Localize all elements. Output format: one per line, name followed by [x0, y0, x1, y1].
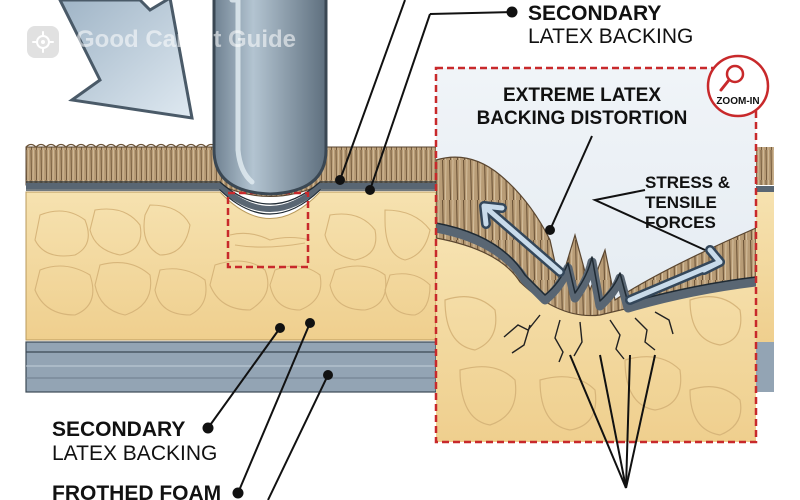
leader-lines: [207, 0, 706, 500]
zoom-in-badge: ZOOM-IN: [706, 54, 770, 118]
label-frothed-foam: FROTHED FOAM: [52, 482, 221, 500]
pressing-tip: [212, 0, 328, 196]
zoom-backing: [436, 223, 756, 313]
label-stress-2: TENSILE: [645, 193, 717, 212]
base-layer: [25, 341, 437, 393]
zoom-in-label: ZOOM-IN: [716, 96, 759, 107]
label-distortion-2: BACKING DISTORTION: [477, 108, 688, 129]
magnifier-icon: [719, 64, 745, 92]
label-secondary-top-2: LATEX BACKING: [528, 25, 693, 48]
large-arrow-icon: [58, 0, 194, 120]
label-stress-3: FORCES: [645, 213, 716, 232]
label-distortion-1: EXTREME LATEX: [503, 85, 661, 106]
label-secondary-left-1: SECONDARY: [52, 418, 185, 441]
foam-cells: [34, 204, 431, 316]
watermark-text: Good Carpet Guide: [76, 26, 297, 53]
cog-logo-icon: [27, 26, 59, 58]
foam-cracks: [503, 311, 674, 363]
zoom-panel: [434, 66, 758, 444]
label-secondary-left-2: LATEX BACKING: [52, 442, 217, 465]
main-cross-section: [25, 143, 774, 393]
label-stress-1: STRESS &: [645, 173, 730, 192]
pile-fringe: [25, 143, 217, 148]
label-secondary-top-1: SECONDARY: [528, 2, 661, 25]
secondary-latex-backing: [26, 183, 436, 212]
leader-dots: [202, 6, 555, 499]
